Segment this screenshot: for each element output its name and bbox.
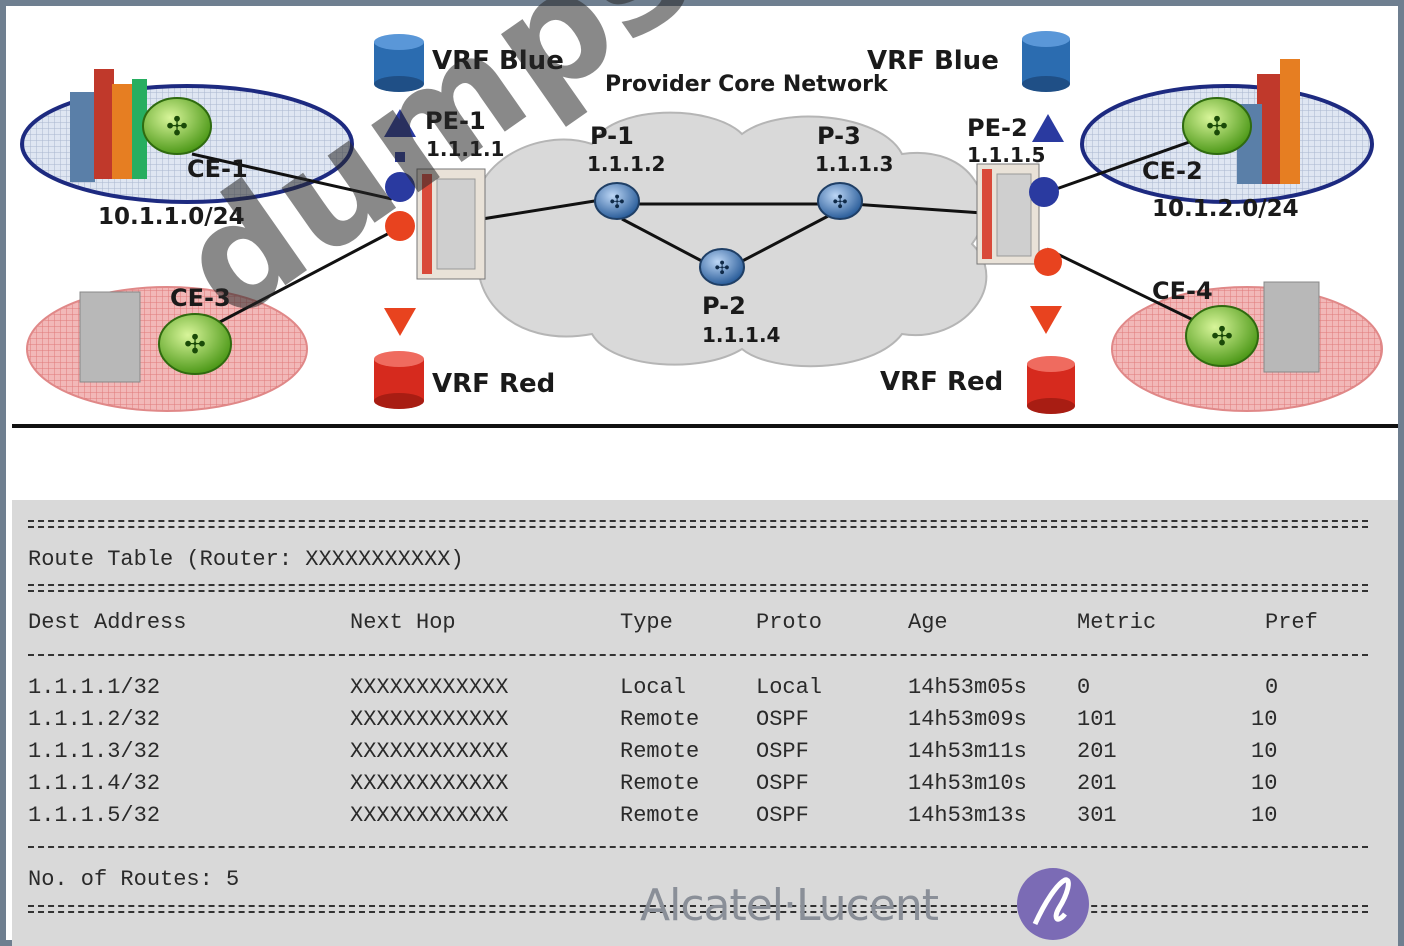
vrf-blue-right-icon — [1022, 31, 1070, 92]
svg-text:✣: ✣ — [609, 192, 624, 213]
building-ce3 — [80, 292, 140, 382]
cell-proto: OSPF — [756, 803, 809, 828]
vrf-blue-right-label: VRF Blue — [867, 46, 999, 76]
cell-pref: 10 — [1251, 707, 1277, 732]
ce2-name: CE-2 — [1142, 157, 1203, 185]
p1-name: P-1 — [590, 122, 634, 150]
cell-pref: 10 — [1251, 771, 1277, 796]
cell-age: 14h53m13s — [908, 803, 1027, 828]
cell-proto: Local — [756, 675, 822, 700]
col-age: Age — [908, 610, 948, 635]
cell-nexthop: XXXXXXXXXXXX — [350, 771, 508, 796]
cell-type: Local — [620, 675, 686, 700]
cell-pref: 0 — [1265, 675, 1278, 700]
cell-proto: OSPF — [756, 771, 809, 796]
cell-nexthop: XXXXXXXXXXXX — [350, 739, 508, 764]
col-pref: Pref — [1265, 610, 1318, 635]
p2-name: P-2 — [702, 292, 746, 320]
core-title: Provider Core Network — [605, 72, 889, 97]
ce2-subnet: 10.1.2.0/24 — [1152, 196, 1299, 222]
rule-columns — [28, 654, 1368, 656]
pe2-chassis-icon — [977, 164, 1039, 264]
alcatel-lucent-logo-icon — [1005, 862, 1101, 942]
pe2-name: PE-2 — [967, 114, 1028, 142]
cell-pref: 10 — [1251, 739, 1277, 764]
cell-age: 14h53m09s — [908, 707, 1027, 732]
alcatel-lucent-logo: Alcatel·Lucent — [640, 880, 938, 931]
router-p1-icon: ✣ — [595, 183, 639, 219]
cell-dest: 1.1.1.5/32 — [28, 803, 160, 828]
cell-metric: 301 — [1077, 803, 1117, 828]
col-nexthop: Next Hop — [350, 610, 456, 635]
p3-name: P-3 — [817, 122, 861, 150]
ce4-name: CE-4 — [1152, 277, 1213, 305]
cell-age: 14h53m11s — [908, 739, 1027, 764]
cell-dest: 1.1.1.3/32 — [28, 739, 160, 764]
cell-type: Remote — [620, 803, 699, 828]
cell-metric: 0 — [1077, 675, 1090, 700]
vrf-red-left-icon — [374, 351, 424, 409]
pe2-red-interface — [1034, 248, 1062, 276]
cell-type: Remote — [620, 707, 699, 732]
p1-ip: 1.1.1.2 — [587, 152, 665, 176]
router-ce2-icon: ✣ — [1183, 98, 1251, 154]
cell-metric: 101 — [1077, 707, 1117, 732]
vrf-red-right-icon — [1027, 356, 1075, 414]
cell-age: 14h53m10s — [908, 771, 1027, 796]
rule-rows-end — [28, 846, 1368, 848]
cell-metric: 201 — [1077, 771, 1117, 796]
svg-text:✣: ✣ — [832, 192, 847, 213]
p2-ip: 1.1.1.4 — [702, 323, 780, 347]
cell-metric: 201 — [1077, 739, 1117, 764]
cell-nexthop: XXXXXXXXXXXX — [350, 707, 508, 732]
col-metric: Metric — [1077, 610, 1156, 635]
cell-dest: 1.1.1.4/32 — [28, 771, 160, 796]
cell-age: 14h53m05s — [908, 675, 1027, 700]
cell-nexthop: XXXXXXXXXXXX — [350, 803, 508, 828]
router-ce4-icon: ✣ — [1186, 306, 1258, 366]
col-proto: Proto — [756, 610, 822, 635]
cell-proto: OSPF — [756, 707, 809, 732]
router-p2-icon: ✣ — [700, 249, 744, 285]
svg-text:✣: ✣ — [184, 330, 206, 360]
vrf-red-left-label: VRF Red — [432, 369, 555, 399]
route-table-header: Route Table (Router: XXXXXXXXXXX) — [28, 547, 464, 572]
router-ce3-icon: ✣ — [159, 314, 231, 374]
router-ce1-icon: ✣ — [143, 98, 211, 154]
cell-type: Remote — [620, 739, 699, 764]
cell-type: Remote — [620, 771, 699, 796]
rule-header — [28, 584, 1368, 592]
col-type: Type — [620, 610, 673, 635]
rule-top — [28, 520, 1368, 528]
svg-text:✣: ✣ — [166, 112, 188, 142]
vrf-red-right-label: VRF Red — [880, 367, 1003, 397]
cell-dest: 1.1.1.2/32 — [28, 707, 160, 732]
route-count: No. of Routes: 5 — [28, 867, 239, 892]
cell-nexthop: XXXXXXXXXXXX — [350, 675, 508, 700]
cell-pref: 10 — [1251, 803, 1277, 828]
svg-text:✣: ✣ — [1211, 322, 1233, 352]
svg-text:✣: ✣ — [714, 258, 729, 279]
spacer — [12, 428, 1398, 500]
col-dest: Dest Address — [28, 610, 186, 635]
cell-proto: OSPF — [756, 739, 809, 764]
pe2-ip: 1.1.1.5 — [967, 143, 1045, 167]
router-p3-icon: ✣ — [818, 183, 862, 219]
p3-ip: 1.1.1.3 — [815, 152, 893, 176]
svg-text:✣: ✣ — [1206, 112, 1228, 142]
building-ce4 — [1264, 282, 1319, 372]
cell-dest: 1.1.1.1/32 — [28, 675, 160, 700]
building-ce1 — [70, 69, 147, 182]
pe2-blue-interface — [1029, 177, 1059, 207]
